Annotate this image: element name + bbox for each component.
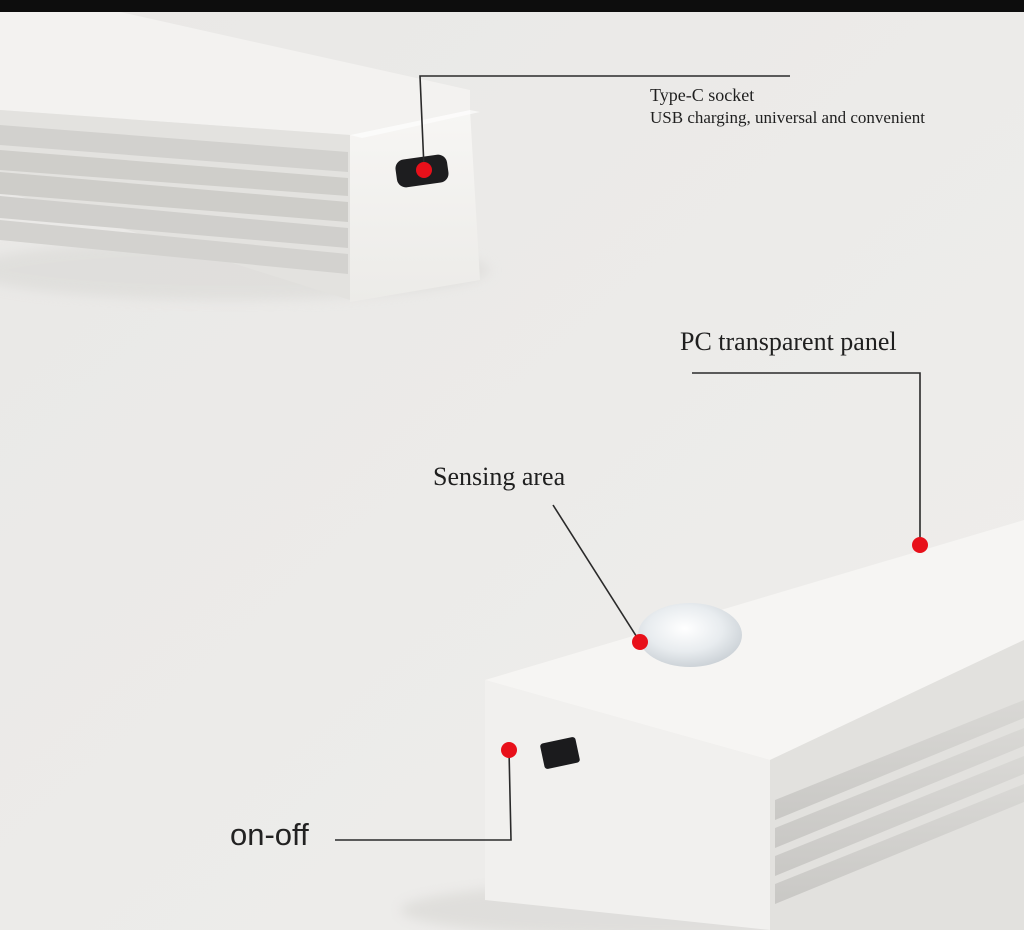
switch-label: on-off xyxy=(230,817,309,852)
upper-ribs xyxy=(0,125,348,274)
sensing-leader-line xyxy=(552,504,641,643)
type-c-description: USB charging, universal and convenient xyxy=(650,108,925,127)
power-switch-icon xyxy=(540,737,580,769)
panel-label: PC transparent panel xyxy=(680,327,897,356)
type-c-marker xyxy=(416,162,432,178)
callout-markers xyxy=(416,162,928,758)
upper-light-bar xyxy=(0,12,490,302)
panel-marker xyxy=(912,537,928,553)
panel-leader-line xyxy=(692,372,921,545)
type-c-title: Type-C socket xyxy=(650,85,755,105)
sensor-dome-icon xyxy=(638,603,742,667)
type-c-leader-line xyxy=(419,75,790,169)
sensing-label: Sensing area xyxy=(433,462,566,491)
sensing-marker xyxy=(632,634,648,650)
top-black-bar xyxy=(0,0,1024,12)
lower-light-bar xyxy=(400,520,1024,930)
lower-ribs xyxy=(775,700,1024,904)
switch-marker xyxy=(501,742,517,758)
leader-lines xyxy=(335,75,921,841)
switch-leader-line xyxy=(335,749,512,841)
